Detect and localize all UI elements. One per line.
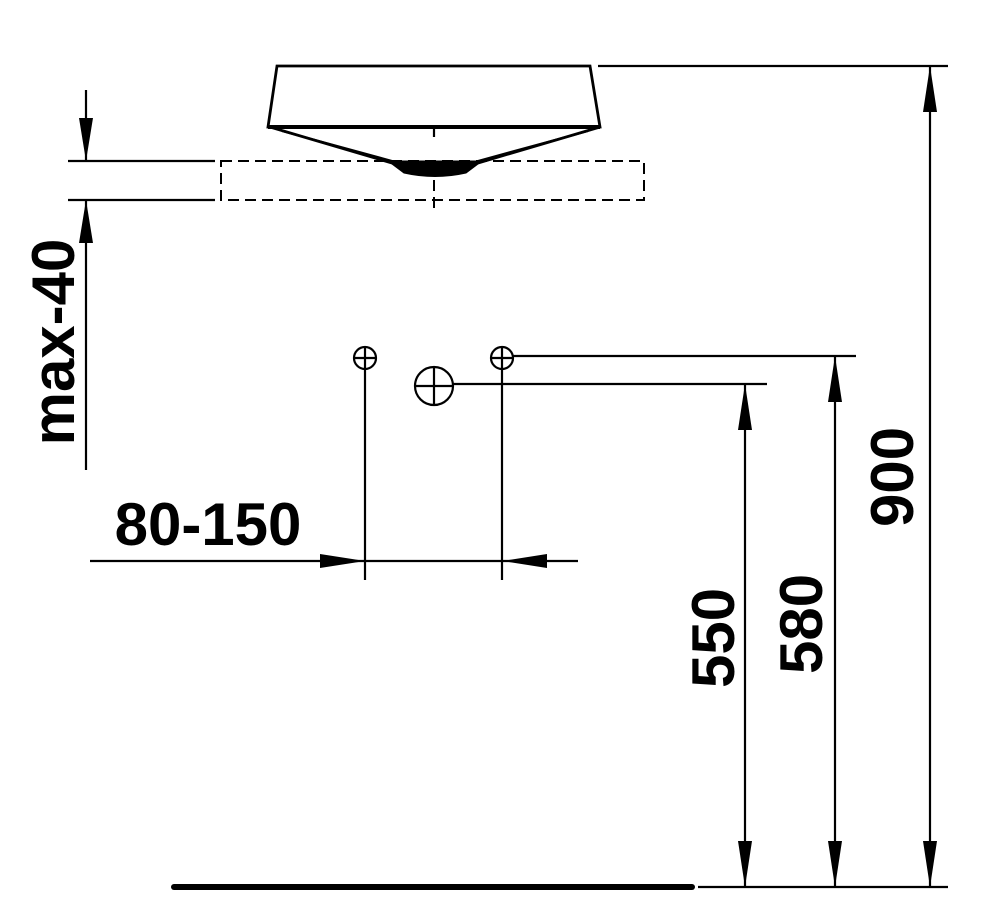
countertop-gap-label: max-40	[20, 239, 87, 446]
basin	[266, 64, 602, 177]
dimension-tap-spacing: 80-150	[90, 491, 578, 568]
drain-height-label: 550	[680, 588, 747, 688]
countertop	[220, 160, 645, 210]
drain-height-arrow-down	[738, 841, 752, 887]
drain-height-arrow-up	[738, 384, 752, 430]
dimension-tap-height: 580	[768, 356, 842, 887]
basin-bowl-inner	[281, 129, 589, 163]
dimension-countertop-gap: max-40	[20, 90, 215, 470]
tap-spacing-label: 80-150	[115, 491, 302, 558]
dimension-drain-height: 550	[680, 384, 752, 887]
gap-arrow-up	[79, 200, 93, 243]
dimension-basin-top-height: 900	[859, 66, 937, 887]
tap-height-arrow-down	[828, 841, 842, 887]
tap-connection-right	[489, 345, 515, 371]
connections	[352, 345, 515, 580]
spacing-arrow-right	[320, 554, 365, 568]
drain-connection	[413, 365, 455, 407]
spacing-arrow-left	[502, 554, 547, 568]
basin-top-height-label: 900	[859, 427, 926, 527]
tap-connection-left	[352, 345, 378, 371]
basin-height-arrow-up	[923, 66, 937, 112]
basin-height-arrow-down	[923, 841, 937, 887]
basin-rim	[266, 64, 602, 129]
countertop-outline	[220, 160, 645, 201]
height-extension-lines	[453, 64, 948, 889]
tap-height-arrow-up	[828, 356, 842, 402]
gap-arrow-down	[79, 118, 93, 161]
tap-height-label: 580	[768, 574, 835, 674]
